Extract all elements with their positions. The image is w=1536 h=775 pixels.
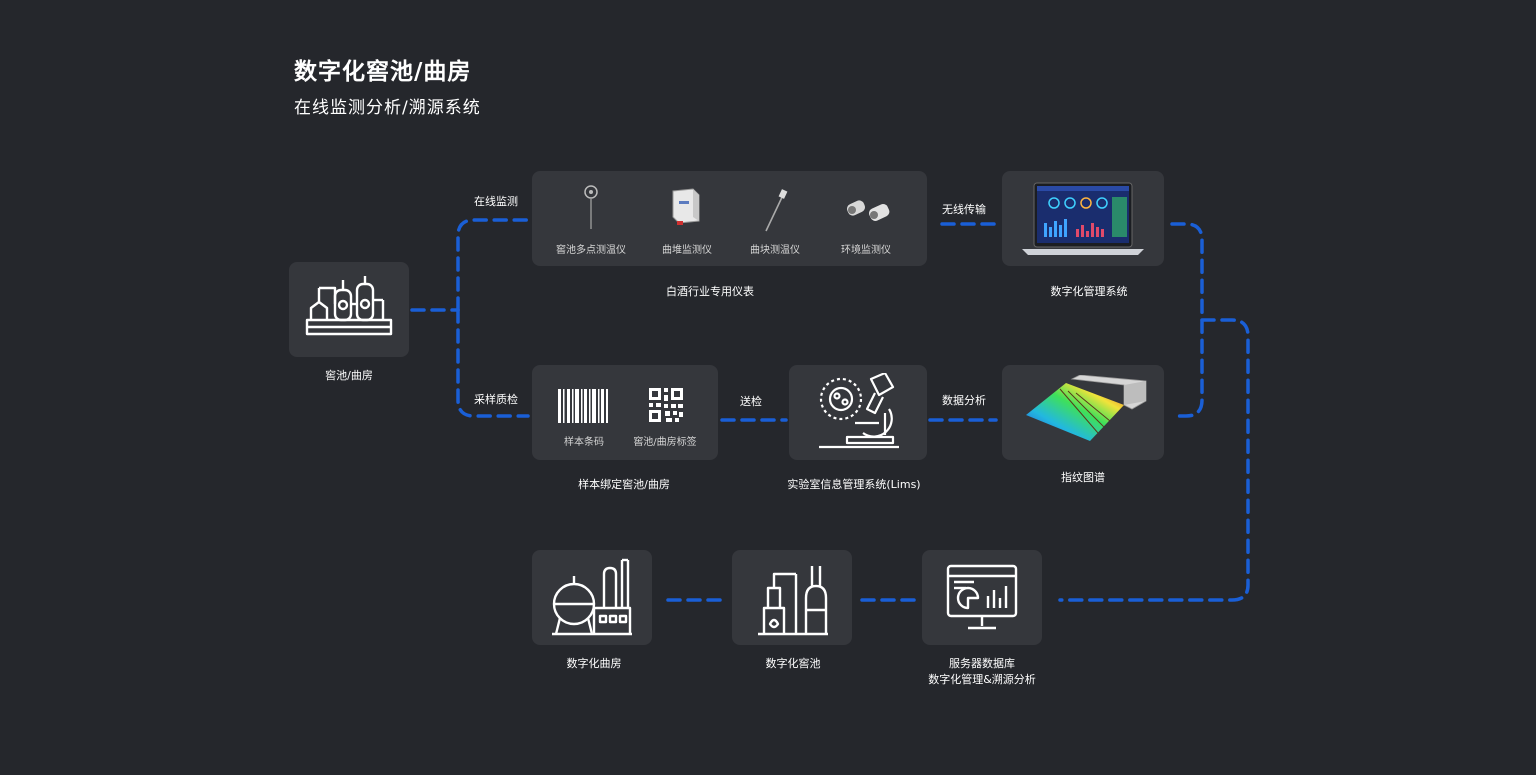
device-label: 曲堆监测仪: [662, 245, 712, 256]
probe-needle-icon: [765, 189, 788, 232]
qr-code-icon: [649, 388, 683, 422]
barcode-label: 样本条码: [564, 437, 604, 448]
online-monitor-label: 在线监测: [474, 195, 518, 208]
source-label: 窖池/曲房: [325, 369, 373, 382]
devices-card-label: 白酒行业专用仪表: [666, 285, 754, 298]
connector-to-bottom: [1058, 318, 1250, 602]
digital-room-label: 数字化曲房: [566, 657, 622, 670]
data-analysis-label: 数据分析: [942, 394, 986, 407]
lims-card: [789, 365, 927, 460]
device-label: 窖池多点测温仪: [556, 245, 626, 256]
digital-pool-label: 数字化窖池: [765, 657, 821, 670]
monitor-box-icon: [672, 188, 700, 225]
3d-spectrum-icon: [1026, 375, 1147, 441]
page-subtitle: 在线监测分析/溯源系统: [294, 98, 481, 118]
monitor-chart-icon: [946, 564, 1018, 630]
sampling-label: 采样质检: [474, 393, 518, 406]
server-label: 服务器数据库: [949, 657, 1015, 670]
fingerprint-card: [1002, 365, 1164, 460]
sampling-card: 样本条码 窖池/曲房标签: [532, 365, 718, 460]
laptop-dashboard-icon: [1022, 182, 1144, 255]
qr-label: 窖池/曲房标签: [633, 437, 697, 448]
wireless-transfer-label: 无线传输: [942, 203, 986, 216]
factory-tank-icon: [552, 558, 632, 636]
send-inspect-label: 送检: [740, 395, 762, 408]
connector-split-top: [456, 218, 530, 312]
connector-split-bottom: [456, 308, 530, 418]
devices-card: 窖池多点测温仪 曲堆监测仪 曲块测温仪 环境监测仪: [532, 171, 927, 266]
device-label: 环境监测仪: [841, 245, 891, 256]
thermometer-probe-icon: [584, 185, 598, 229]
sampling-card-label: 样本绑定窖池/曲房: [578, 478, 670, 491]
distillery-icon: [305, 276, 393, 336]
server-label-2: 数字化管理&溯源分析: [928, 673, 1036, 686]
digital-room-card: [532, 550, 652, 645]
system-label: 数字化管理系统: [1050, 285, 1128, 298]
system-card: [1002, 171, 1164, 266]
device-label: 曲块测温仪: [750, 245, 800, 256]
lims-label: 实验室信息管理系统(Lims): [787, 478, 921, 491]
fingerprint-label: 指纹图谱: [1061, 471, 1105, 484]
source-card: [289, 262, 409, 357]
barcode-icon: [558, 389, 608, 423]
server-card: [922, 550, 1042, 645]
connector-right-loop: [1170, 222, 1204, 418]
digital-pool-card: [732, 550, 852, 645]
distillery-towers-icon: [758, 566, 828, 636]
sensor-pair-icon: [846, 200, 890, 221]
microscope-icon: [819, 373, 899, 449]
page-title: 数字化窖池/曲房: [294, 59, 472, 85]
